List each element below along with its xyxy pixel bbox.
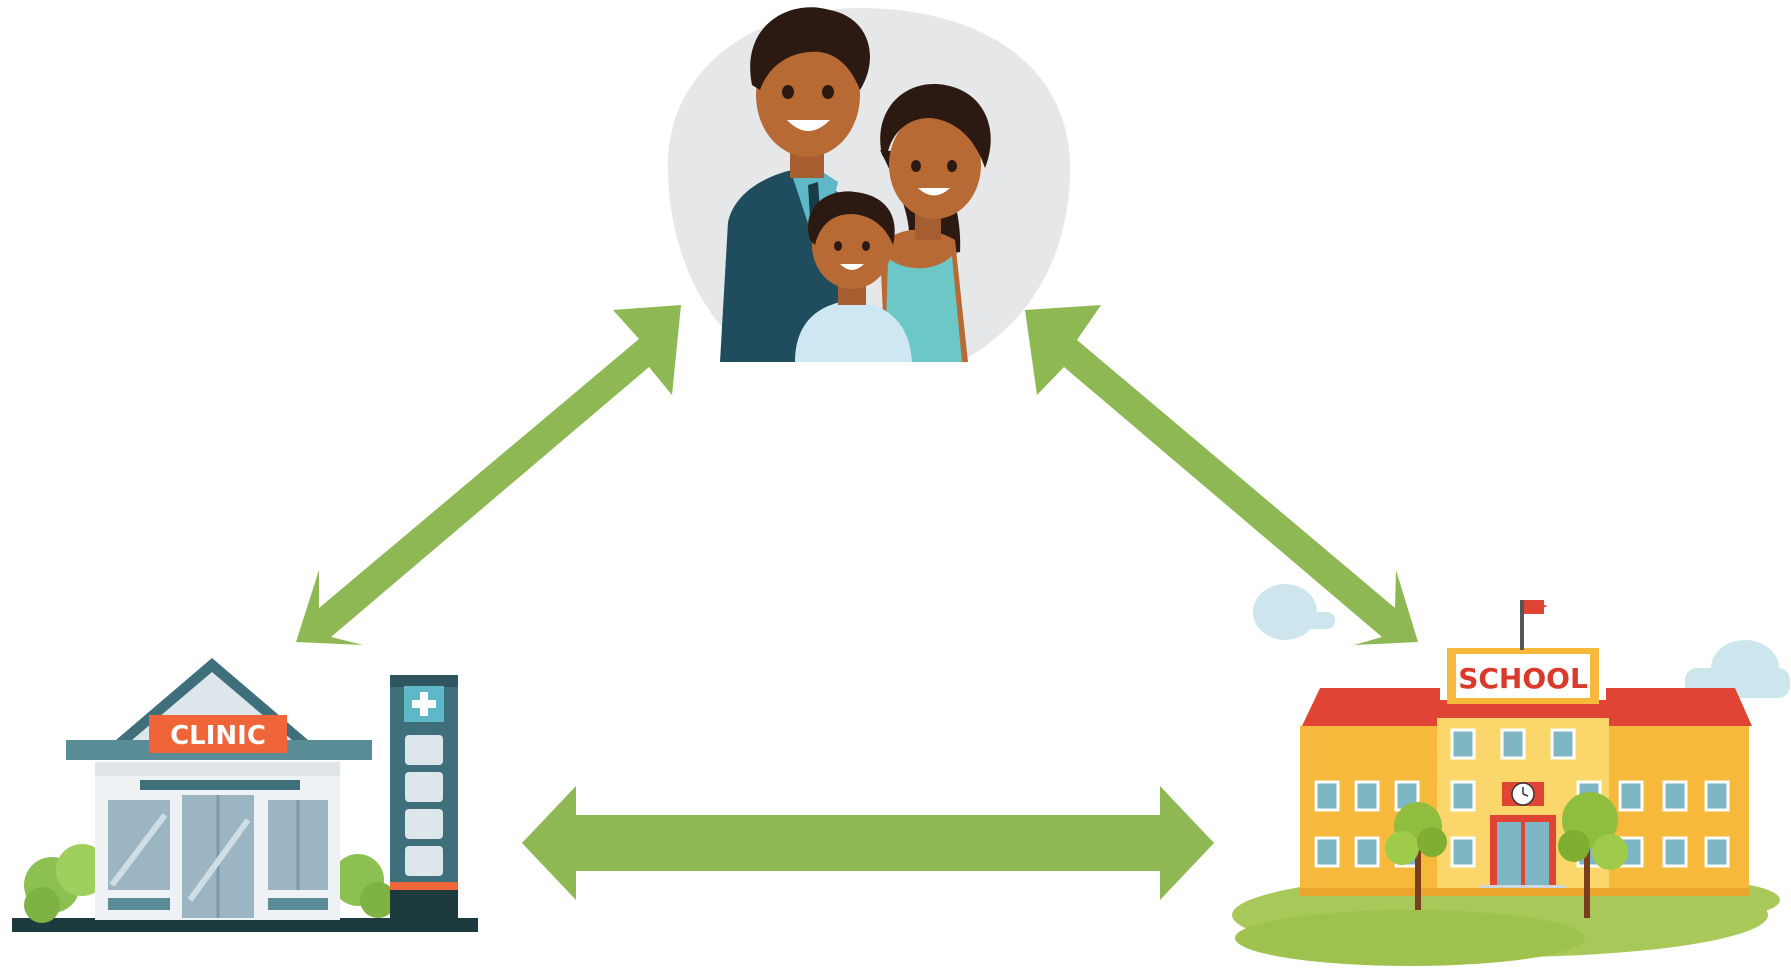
school-window (1704, 836, 1730, 868)
clinic-ground (12, 918, 478, 932)
tree-icon (1385, 792, 1628, 918)
cloud-icon (1253, 584, 1790, 698)
school-windows (1314, 728, 1730, 868)
school-window (1704, 780, 1730, 812)
arrow-family-school (1025, 305, 1418, 645)
clinic-label: CLINIC (170, 721, 266, 751)
school-label: SCHOOL (1458, 662, 1588, 695)
clock-icon (1502, 782, 1544, 806)
family-icon (667, 7, 1071, 362)
clinic-tower (390, 675, 458, 920)
child-figure (795, 191, 912, 362)
arrows-group (296, 305, 1418, 900)
school-building-icon: SCHOOL (1232, 584, 1790, 966)
school-window (1314, 836, 1340, 868)
school-window (1662, 780, 1688, 812)
flag-icon (1520, 600, 1548, 650)
clinic-sign (149, 715, 287, 753)
school-window (1500, 728, 1526, 760)
school-window (1354, 836, 1380, 868)
clinic-building-icon: CLINIC (12, 658, 478, 932)
school-sign (1456, 654, 1590, 698)
school-window (1354, 780, 1380, 812)
school-window (1550, 728, 1576, 760)
arrow-clinic-school (522, 786, 1214, 900)
school-window (1450, 780, 1476, 812)
school-window (1618, 780, 1644, 812)
school-window (1450, 836, 1476, 868)
school-window (1314, 780, 1340, 812)
medical-cross-icon (412, 692, 436, 716)
school-window (1662, 836, 1688, 868)
mother-figure (880, 84, 991, 362)
arrow-family-clinic (296, 305, 681, 645)
school-window (1450, 728, 1476, 760)
